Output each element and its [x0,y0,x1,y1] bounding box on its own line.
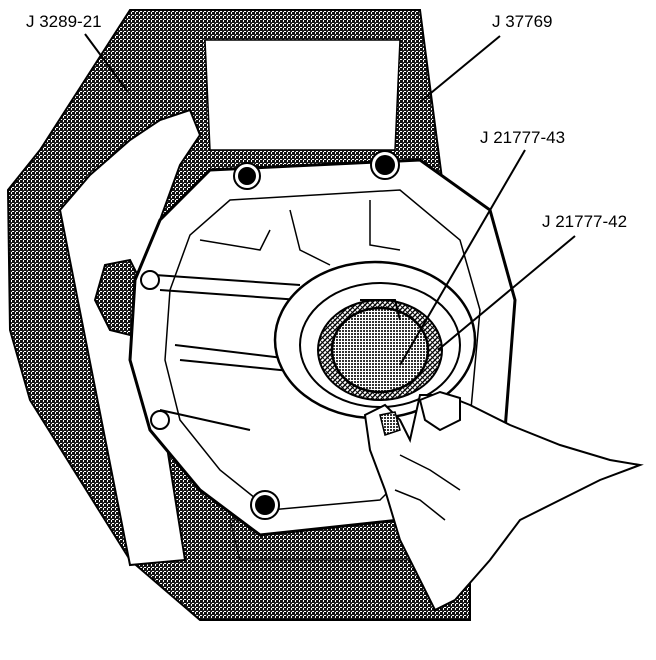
technician-hand [363,390,644,612]
leader-line-seal-installer [399,149,526,366]
callout-seal-installer: J 21777-43 [478,128,568,148]
callout-adapter: J 37769 [490,12,555,32]
output-bore [273,260,477,420]
callout-seal-driver: J 21777-42 [540,212,630,232]
leader-line-seal-driver [437,235,576,351]
leader-line-adapter [419,35,501,103]
leader-line-holding-fixture [84,33,129,93]
callout-holding-fixture: J 3289-21 [24,12,104,32]
leader-lines [84,33,576,366]
